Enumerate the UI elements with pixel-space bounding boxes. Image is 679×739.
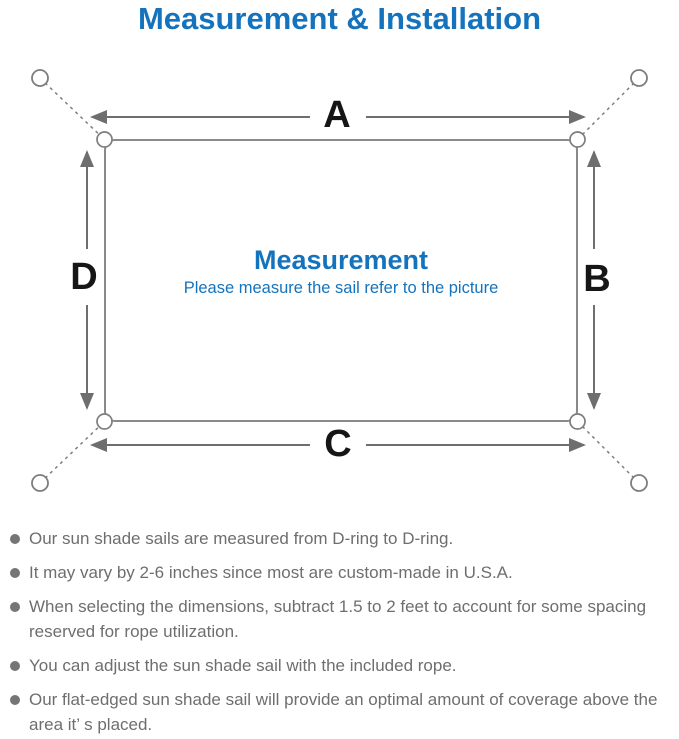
rope-line-top-left [39,77,107,142]
diagram-center-title: Measurement [254,245,428,275]
bullet-icon [10,533,20,544]
dim-label-a: A [323,94,350,136]
notes-list: Our sun shade sails are measured from D-… [10,526,675,739]
dring-icon-top-left [96,131,113,148]
note-item: Our sun shade sails are measured from D-… [10,526,675,551]
page-title: Measurement & Installation [137,1,542,36]
diagram-center-subtitle: Please measure the sail refer to the pic… [184,279,499,297]
anchor-ring-icon-top-left [31,69,49,87]
note-item: It may vary by 2-6 inches since most are… [10,560,675,585]
bullet-icon [10,660,20,671]
rope-line-top-right [575,77,640,142]
anchor-ring-icon-bottom-right [630,474,648,492]
rope-line-bottom-right [575,419,640,484]
note-text: Our sun shade sails are measured from D-… [29,529,454,548]
note-item: Our flat-edged sun shade sail will provi… [10,687,675,737]
note-text: When selecting the dimensions, subtract … [29,597,647,641]
dring-icon-top-right [569,131,586,148]
bullet-icon [10,601,20,612]
note-text: It may vary by 2-6 inches since most are… [29,563,513,582]
dring-icon-bottom-right [569,413,586,430]
dim-label-b: B [583,258,610,300]
note-item: You can adjust the sun shade sail with t… [10,653,675,678]
rope-line-bottom-left [39,419,107,484]
dim-label-d: D [70,256,97,298]
note-text: Our flat-edged sun shade sail will provi… [29,690,658,734]
shade-sail-outline [104,139,578,422]
bullet-icon [10,694,20,705]
measurement-diagram: A C D B Measurement Please measure the s… [31,69,648,492]
bullet-icon [10,567,20,578]
dim-label-c: C [324,423,351,465]
dring-icon-bottom-left [96,413,113,430]
note-item: When selecting the dimensions, subtract … [10,594,675,644]
anchor-ring-icon-bottom-left [31,474,49,492]
note-text: You can adjust the sun shade sail with t… [29,656,457,675]
anchor-ring-icon-top-right [630,69,648,87]
